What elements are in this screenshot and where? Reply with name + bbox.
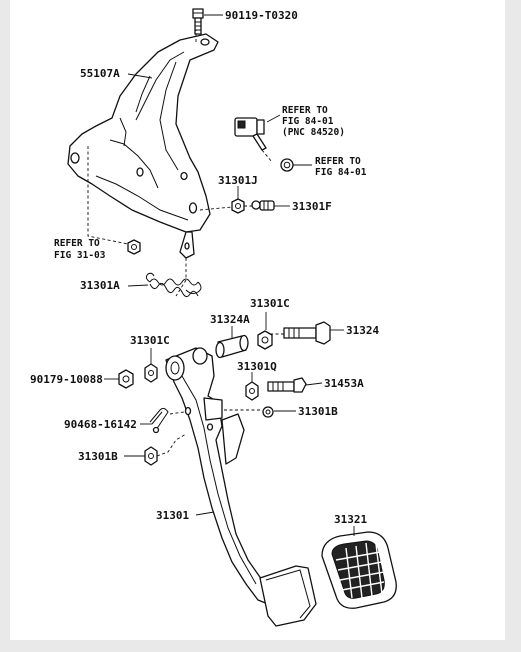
- stopper-31301b-left: [144, 446, 158, 466]
- label-refer-nut-line2: FIG 84-01: [315, 167, 367, 178]
- nut-refer-31-03: [127, 239, 141, 255]
- label-90179-10088: 90179-10088: [30, 373, 103, 386]
- bushing-31324a: [215, 334, 249, 359]
- label-31301: 31301: [156, 509, 189, 522]
- bolt-31453a: [267, 377, 307, 393]
- label-refer-left-line2: FIG 31-03: [54, 250, 106, 261]
- return-spring-31301a: [145, 272, 202, 298]
- nut-31301c-left: [144, 363, 158, 383]
- label-refer-left-line1: REFER TO: [54, 238, 100, 249]
- label-31324a: 31324A: [210, 313, 250, 326]
- label-refer-nut-line1: REFER TO: [315, 156, 361, 167]
- label-31324: 31324: [346, 324, 379, 337]
- label-31301f: 31301F: [292, 200, 332, 213]
- label-31301j: 31301J: [218, 174, 258, 187]
- label-refer-switch-line3: (PNC 84520): [282, 127, 345, 138]
- stopper-31301b-right: [262, 406, 274, 418]
- label-31321: 31321: [334, 513, 367, 526]
- stop-lamp-switch: [234, 117, 273, 163]
- brake-pedal-arm-31301: [165, 347, 317, 627]
- label-31301c-top: 31301C: [250, 297, 290, 310]
- nut-31301j: [231, 198, 245, 214]
- nut-90179-10088: [118, 369, 134, 389]
- label-90468-16142: 90468-16142: [64, 418, 137, 431]
- label-55107a: 55107A: [80, 67, 120, 80]
- label-refer-switch-line1: REFER TO: [282, 105, 328, 116]
- label-31301q: 31301Q: [237, 360, 277, 373]
- nut-31301c-top: [257, 330, 273, 350]
- diagram-sheet: [10, 0, 505, 640]
- pin-31301f: [251, 200, 275, 211]
- label-31453a: 31453A: [324, 377, 364, 390]
- switch-nut: [280, 158, 294, 172]
- label-31301c-left: 31301C: [130, 334, 170, 347]
- label-31301b-right: 31301B: [298, 405, 338, 418]
- bolt-31324: [283, 321, 331, 345]
- bracket-55107a: [67, 33, 219, 259]
- label-31301b-left: 31301B: [78, 450, 118, 463]
- label-refer-switch-line2: FIG 84-01: [282, 116, 334, 127]
- nut-31301q: [245, 381, 259, 401]
- label-31301a: 31301A: [80, 279, 120, 292]
- bolt-90119-T0320: [192, 8, 204, 35]
- clip-90468-16142: [149, 407, 169, 434]
- label-90119-t0320: 90119-T0320: [225, 9, 298, 22]
- pedal-pad-31321: [321, 531, 397, 609]
